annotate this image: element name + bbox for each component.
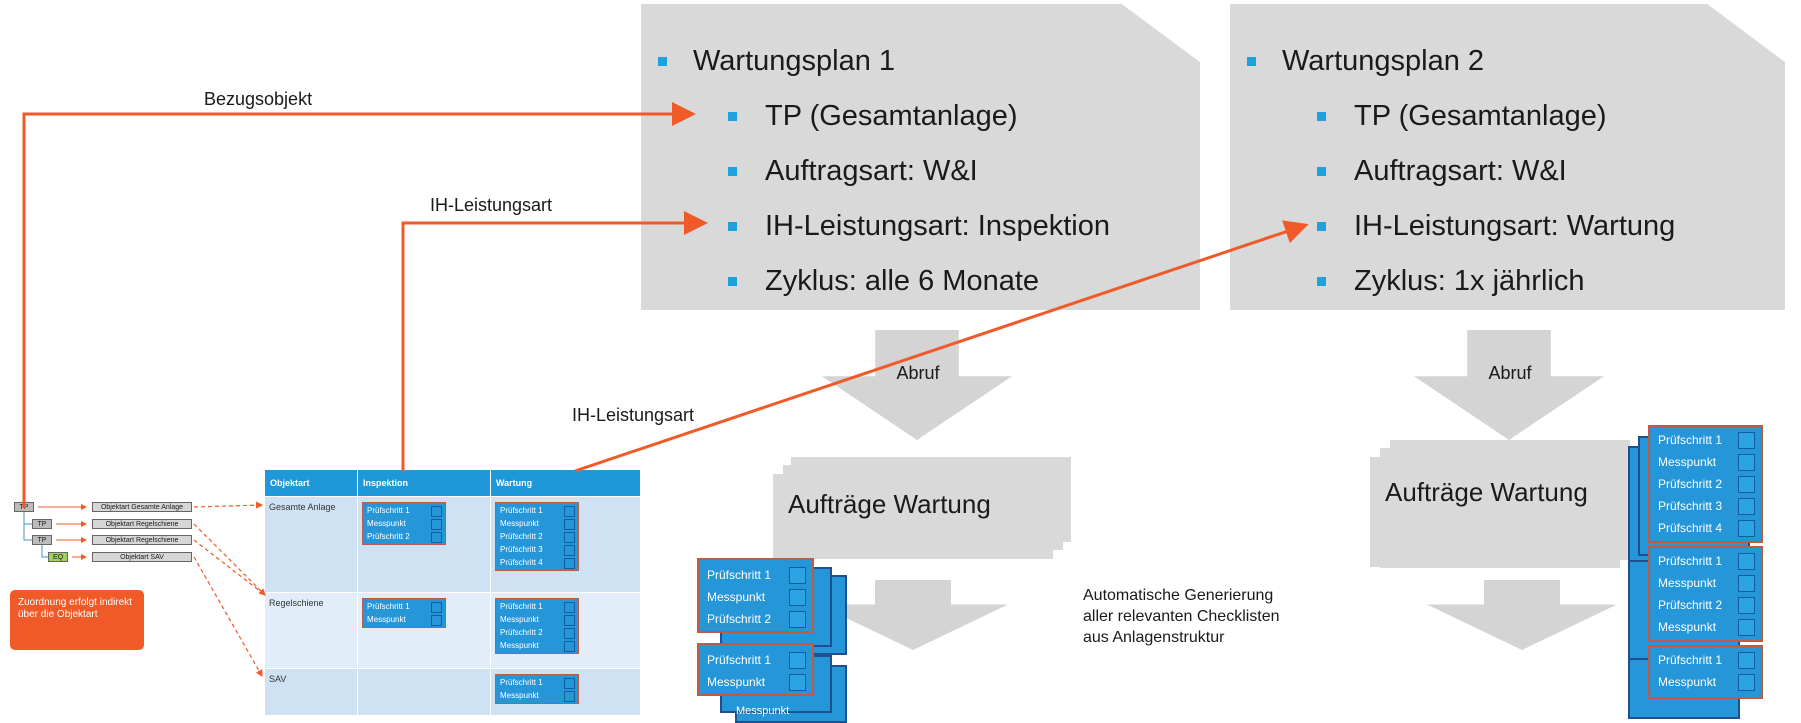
auto-line: aus Anlagenstruktur [1083, 629, 1225, 646]
checklist-card: Prüfschritt 1 Messpunkt Prüfschritt 2 Me… [1648, 546, 1763, 642]
col-header: Wartung [490, 470, 641, 497]
checklist-card: Prüfschritt 1 Messpunkt [1648, 645, 1763, 699]
mini-row: Messpunkt [500, 519, 539, 528]
auto-generation-text: Automatische Generierung aller relevante… [1083, 585, 1280, 648]
checklist-row: Prüfschritt 2 [707, 612, 772, 626]
checklist-row: Prüfschritt 1 [707, 568, 772, 582]
checklist-row: Prüfschritt 1 [1658, 433, 1723, 447]
maintenance-plan-1: Wartungsplan 1 TP (Gesamtanlage) Auftrag… [641, 4, 1200, 310]
table-row: Gesamte Anlage Prüfschritt 1 Messpunkt P… [265, 496, 641, 593]
objektart-box: Objektart Gesamte Anlage [92, 502, 192, 512]
objektart-box: Objektart SAV [92, 552, 192, 562]
mini-row: Prüfschritt 1 [367, 602, 410, 611]
checklist-row: Messpunkt [707, 590, 766, 604]
hierarchy-node: TP [32, 535, 52, 545]
checklist-row: Prüfschritt 2 [1658, 598, 1723, 612]
mini-row: Prüfschritt 3 [500, 545, 543, 554]
objektart-table: Objektart Inspektion Wartung Gesamte Anl… [265, 470, 641, 715]
plan-2-item: Auftragsart: W&I [1230, 144, 1785, 199]
checklist-peek-text: Messpunkt [736, 705, 790, 717]
checklist-row: Messpunkt [1658, 455, 1717, 469]
abruf-label-2: Abruf [1488, 363, 1532, 383]
plan-1-item: TP (Gesamtanlage) [641, 89, 1200, 144]
ih-leistungsart-label-2: IH-Leistungsart [572, 405, 695, 425]
checklist-row: Messpunkt [707, 675, 766, 689]
mini-row: Prüfschritt 2 [500, 532, 543, 541]
mini-checklist: Prüfschritt 1 Messpunkt Prüfschritt 2 Me… [495, 598, 579, 654]
plan-2-title: Wartungsplan 2 [1230, 34, 1785, 89]
mini-row: Prüfschritt 1 [500, 506, 543, 515]
mini-row: Messpunkt [367, 519, 406, 528]
objektart-box: Objektart Regelschiene [92, 535, 192, 545]
mini-checklist: Prüfschritt 1 Messpunkt Prüfschritt 2 Pr… [495, 502, 579, 571]
ih-leistungsart-label-1: IH-Leistungsart [430, 195, 553, 215]
hierarchy-node: EQ [48, 552, 68, 562]
checklist-card: Prüfschritt 1 Messpunkt Prüfschritt 2 Pr… [1648, 425, 1763, 543]
col-header: Inspektion [357, 470, 491, 497]
orders-stack-front [773, 474, 1053, 559]
abruf-arrow-2 [1414, 330, 1604, 440]
mini-row: Messpunkt [500, 615, 539, 624]
hierarchy-node: TP [32, 519, 52, 529]
mini-checklist: Prüfschritt 1 Messpunkt Prüfschritt 2 [362, 502, 446, 545]
plan-1-title: Wartungsplan 1 [641, 34, 1200, 89]
auto-line: aller relevanten Checklisten [1083, 608, 1280, 625]
orders-stack-front [1370, 457, 1610, 567]
bezugsobjekt-connector [22, 102, 696, 508]
auto-line: Automatische Generierung [1083, 587, 1274, 604]
mini-row: Prüfschritt 1 [367, 506, 410, 515]
checklist-row: Prüfschritt 4 [1658, 521, 1723, 535]
plan-1-item: Auftragsart: W&I [641, 144, 1200, 199]
objektart-box: Objektart Regelschiene [92, 519, 192, 529]
plan-1-item: Zyklus: alle 6 Monate [641, 254, 1200, 309]
objektart-cell: Gesamte Anlage [265, 496, 358, 593]
checklist-card: Prüfschritt 1 Messpunkt [697, 643, 814, 696]
checklist-row: Prüfschritt 1 [707, 653, 772, 667]
mini-row: Prüfschritt 4 [500, 558, 543, 567]
abruf-arrow-1 [822, 330, 1012, 440]
mapping-dashed-lines [193, 501, 266, 678]
generate-arrow-2 [1427, 580, 1617, 650]
plan-2-item: TP (Gesamtanlage) [1230, 89, 1785, 144]
table-row: Regelschiene Prüfschritt 1 Messpunkt Prü… [265, 592, 641, 669]
checklist-row: Prüfschritt 1 [1658, 653, 1723, 667]
objektart-cell: SAV [265, 668, 358, 715]
objektart-cell: Regelschiene [265, 592, 358, 669]
mini-row: Messpunkt [500, 641, 539, 650]
orders-title-2: Aufträge Wartung [1385, 477, 1588, 507]
hierarchy-node: TP [14, 502, 34, 512]
table-row: SAV Prüfschritt 1 Messpunkt [265, 668, 641, 715]
checklist-card: Prüfschritt 1 Messpunkt Prüfschritt 2 [697, 558, 814, 633]
mini-checklist: Prüfschritt 1 Messpunkt [495, 674, 579, 704]
hierarchy-arrows [38, 504, 87, 560]
maintenance-plan-2: Wartungsplan 2 TP (Gesamtanlage) Auftrag… [1230, 4, 1785, 310]
mini-row: Messpunkt [500, 691, 539, 700]
mini-row: Prüfschritt 1 [500, 602, 543, 611]
orders-title-1: Aufträge Wartung [788, 489, 991, 519]
checklist-row: Prüfschritt 3 [1658, 499, 1723, 513]
plan-1-item: IH-Leistungsart: Inspektion [641, 199, 1200, 254]
plan-2-item: Zyklus: 1x jährlich [1230, 254, 1785, 309]
assignment-note: Zuordnung erfolgt indirekt über die Obje… [10, 590, 144, 650]
checklist-row: Prüfschritt 1 [1658, 554, 1723, 568]
mini-row: Prüfschritt 2 [367, 532, 410, 541]
plan-2-item: IH-Leistungsart: Wartung [1230, 199, 1785, 254]
checklist-row: Messpunkt [1658, 576, 1717, 590]
mini-checklist: Prüfschritt 1 Messpunkt [362, 598, 446, 628]
checklist-row: Prüfschritt 2 [1658, 477, 1723, 491]
col-header: Objektart [265, 470, 358, 497]
bezugsobjekt-label: Bezugsobjekt [204, 89, 313, 109]
mini-row: Prüfschritt 2 [500, 628, 543, 637]
mini-row: Messpunkt [367, 615, 406, 624]
checklist-row: Messpunkt [1658, 620, 1717, 634]
abruf-label-1: Abruf [896, 363, 940, 383]
mini-row: Prüfschritt 1 [500, 678, 543, 687]
checklist-row: Messpunkt [1658, 675, 1717, 689]
